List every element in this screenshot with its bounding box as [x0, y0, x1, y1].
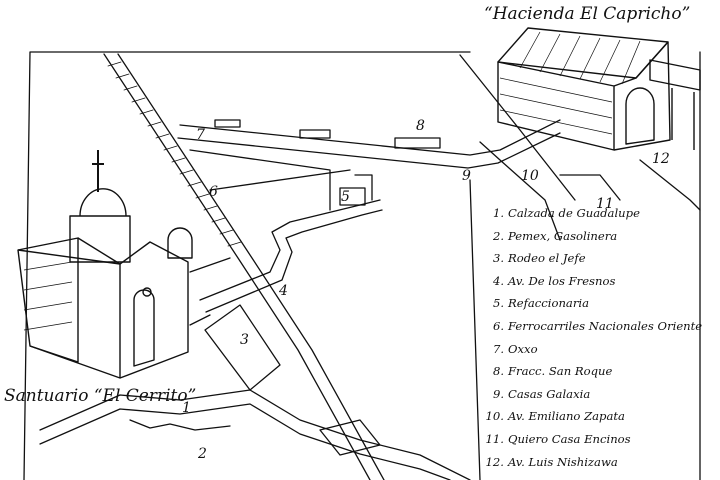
legend-item: 12. Av. Luis Nishizawa — [480, 455, 716, 478]
legend-label: Av. Emiliano Zapata — [508, 409, 625, 424]
legend-number: 7. — [492, 341, 504, 356]
railway-line — [103, 53, 385, 480]
map-number-3: 3 — [240, 332, 249, 348]
map-number-5: 5 — [341, 189, 350, 205]
map-number-11: 11 — [596, 196, 614, 212]
legend-item: 6. Ferrocarriles Nacionales Oriente — [480, 319, 716, 342]
legend-number: 2. — [492, 228, 504, 243]
legend-item: 11. Quiero Casa Encinos — [480, 432, 716, 455]
legend-item: 8. Fracc. San Roque — [480, 364, 716, 387]
legend-label: Refaccionaria — [508, 296, 590, 311]
map-number-8: 8 — [416, 118, 425, 134]
hacienda-title: “Hacienda El Capricho” — [484, 4, 691, 24]
legend-number: 6. — [492, 318, 504, 333]
map-number-6: 6 — [209, 184, 218, 200]
fresnos-road — [199, 199, 381, 301]
legend-number: 10. — [485, 409, 504, 424]
legend-number: 12. — [485, 454, 504, 469]
legend-item: 7. Oxxo — [480, 342, 716, 365]
legend-number: 3. — [492, 251, 504, 266]
map-legend: 1. Calzada de Guadalupe 2. Pemex, Gasoline… — [480, 206, 716, 477]
legend-label: Av. Luis Nishizawa — [508, 454, 618, 469]
legend-number: 1. — [492, 206, 504, 220]
legend-number: 11. — [485, 431, 504, 446]
upper-avenue — [179, 119, 561, 156]
legend-item: 10. Av. Emiliano Zapata — [480, 409, 716, 432]
map-number-12: 12 — [652, 151, 670, 167]
legend-number: 4. — [492, 273, 504, 288]
legend-label: Fracc. San Roque — [508, 364, 613, 379]
hacienda-building — [497, 27, 701, 151]
legend-item: 4. Av. De los Fresnos — [480, 274, 716, 297]
legend-label: Pemex, Gasolinera — [508, 228, 618, 243]
santuario-title: Santuario “El Cerrito” — [4, 386, 197, 406]
legend-label: Quiero Casa Encinos — [508, 431, 631, 446]
legend-label: Oxxo — [508, 341, 538, 356]
legend-label: Rodeo el Jefe — [508, 251, 586, 266]
santuario-church — [17, 150, 193, 379]
map-number-7: 7 — [196, 127, 205, 143]
legend-item: 9. Casas Galaxia — [480, 387, 716, 410]
legend-label: Calzada de Guadalupe — [508, 206, 640, 220]
legend-label: Casas Galaxia — [508, 386, 591, 401]
map-number-1: 1 — [182, 400, 191, 416]
legend-number: 8. — [492, 364, 504, 379]
legend-number: 9. — [492, 386, 504, 401]
map-number-4: 4 — [278, 283, 288, 299]
legend-item: 5. Refaccionaria — [480, 296, 716, 319]
legend-label: Av. De los Fresnos — [508, 273, 616, 288]
map-number-9: 9 — [462, 168, 471, 184]
calzada-road — [39, 389, 471, 480]
legend-item: 2. Pemex, Gasolinera — [480, 229, 716, 252]
legend-label: Ferrocarriles Nacionales Oriente — [508, 318, 703, 333]
legend-item: 3. Rodeo el Jefe — [480, 251, 716, 274]
legend-number: 5. — [492, 296, 504, 311]
map-number-2: 2 — [197, 446, 207, 462]
map-frame — [23, 51, 701, 480]
map-number-10: 10 — [521, 168, 539, 184]
legend-item: 1. Calzada de Guadalupe — [480, 206, 716, 229]
map-numbers: 1 2 3 4 5 6 7 8 9 10 11 12 — [182, 118, 670, 462]
